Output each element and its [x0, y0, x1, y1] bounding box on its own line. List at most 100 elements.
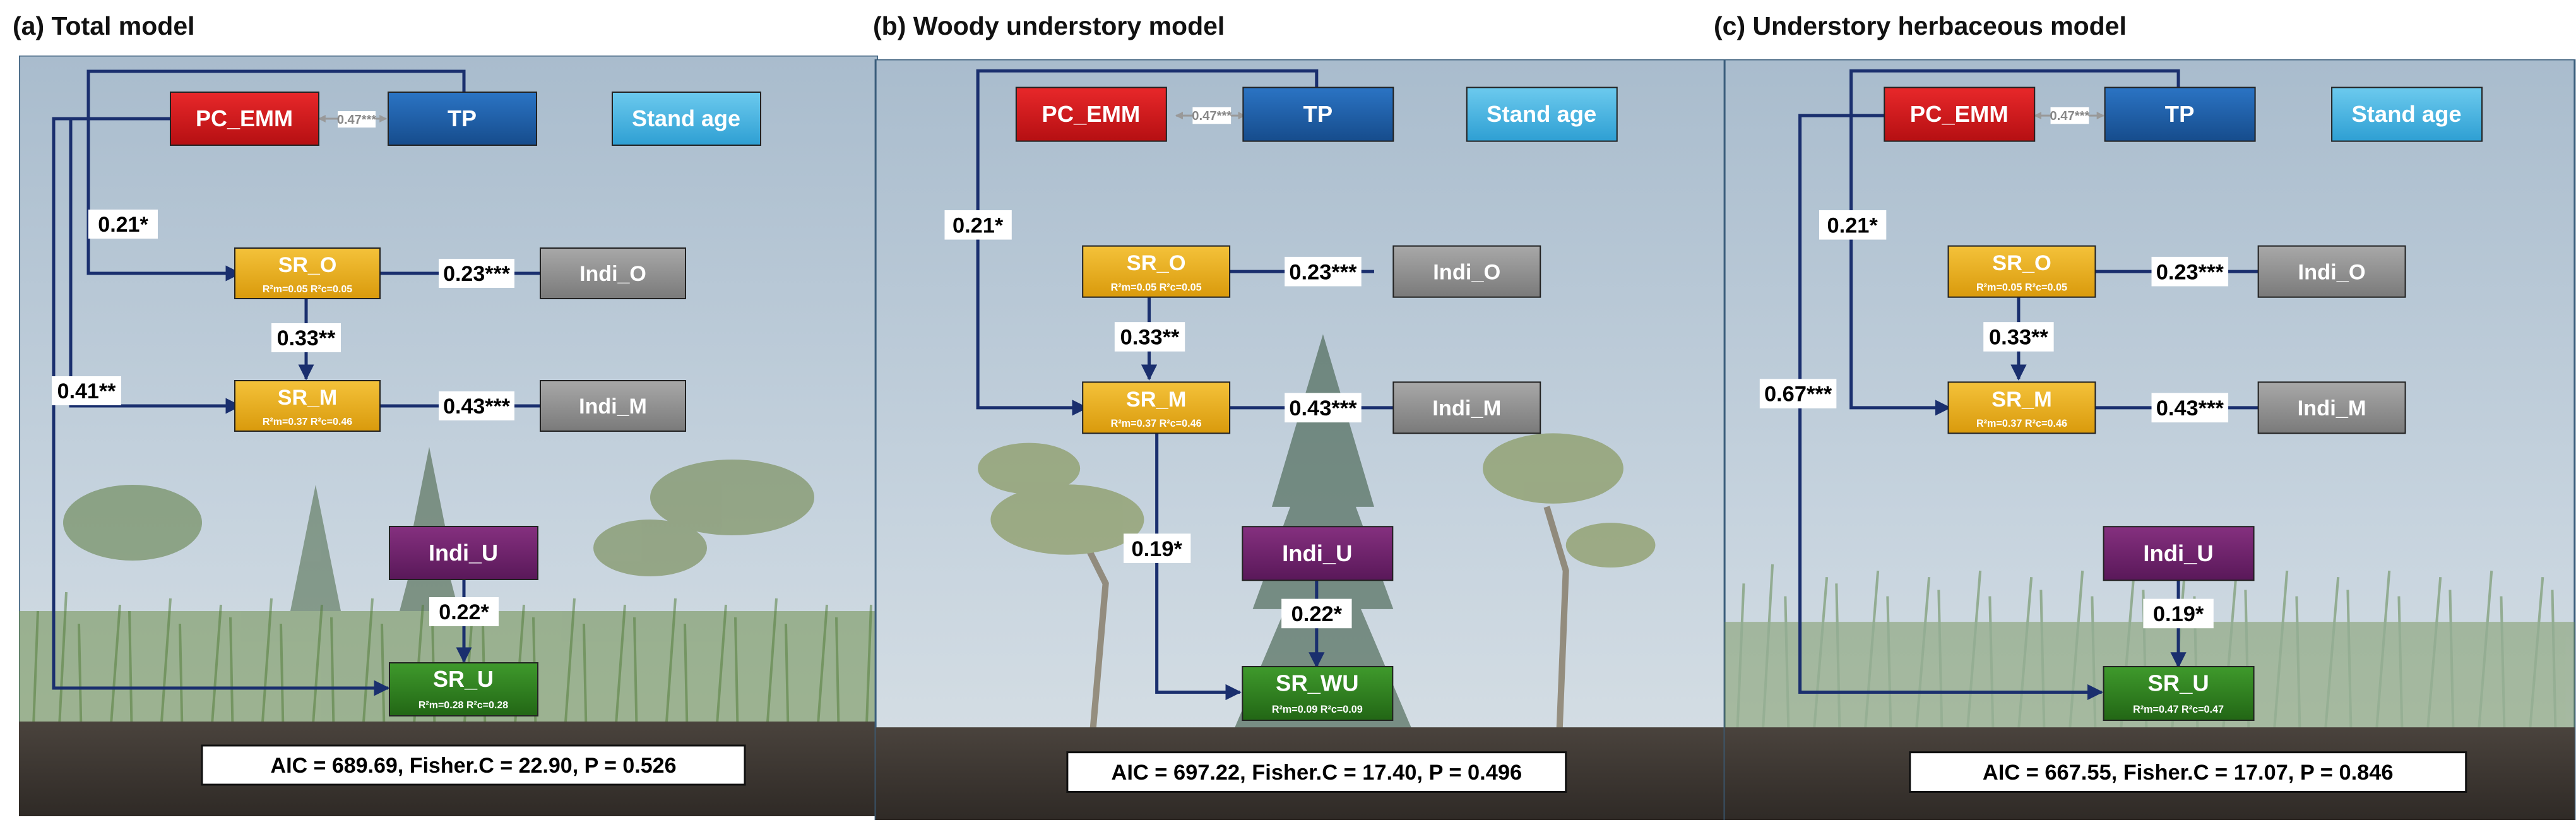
- node-indi-o-label: Indi_O: [2298, 260, 2366, 284]
- arrow-pc-emm-to-sr-m: [976, 69, 1319, 416]
- node-pc-emm-label: PC_EMM: [1042, 101, 1140, 127]
- node-tp: [2104, 86, 2256, 142]
- node-indi-u: [389, 526, 538, 580]
- node-stand-age: [1466, 86, 1618, 142]
- panel-title-c: (c) Understory herbaceous model: [1714, 11, 2127, 40]
- node-stand-age-label: Stand age: [1487, 101, 1596, 127]
- coef-sro-srm: 0.33**: [1989, 326, 2048, 350]
- node-indi-m-label: Indi_M: [2298, 396, 2366, 420]
- arrow-sr-m-to-target: [1155, 433, 1242, 701]
- correlation-label: 0.47***: [1192, 109, 1232, 123]
- coef-indi-o: 0.23***: [443, 262, 511, 286]
- node-target-label: SR_U: [2147, 670, 2209, 696]
- node-sr-o-label: SR_O: [1992, 251, 2051, 275]
- node-sr-o-label: SR_O: [278, 253, 337, 277]
- node-indi-u-label: Indi_U: [1282, 540, 1352, 566]
- node-sr-o-r2: R²m=0.05 R²c=0.05: [263, 284, 352, 295]
- node-target-r2: R²m=0.47 R²c=0.47: [2133, 704, 2224, 715]
- coef-sro-srm: 0.33**: [1120, 326, 1180, 350]
- node-stand-age: [2331, 86, 2483, 142]
- coef-pc-sro: 0.21*: [953, 213, 1004, 237]
- node-indi-m: [540, 380, 686, 432]
- stats-text: AIC = 689.69, Fisher.C = 22.90, P = 0.52…: [271, 754, 677, 778]
- coef-indi-m: 0.43***: [443, 395, 511, 419]
- node-indi-m-label: Indi_M: [579, 395, 647, 419]
- node-pc-emm: [1015, 86, 1167, 142]
- arrow-pc-emm-to-sr-m: [1849, 69, 2180, 416]
- node-indi-o-label: Indi_O: [579, 262, 646, 286]
- node-stand-age-label: Stand age: [2351, 101, 2461, 127]
- node-indi-u: [1242, 526, 1394, 581]
- coef-indi-u: 0.22*: [439, 600, 489, 624]
- node-pc-emm: [170, 92, 319, 146]
- node-tp-label: TP: [448, 105, 477, 131]
- node-target: [389, 662, 538, 716]
- node-target: [2103, 665, 2255, 722]
- node-sr-m: [234, 380, 381, 432]
- node-sr-o: [234, 247, 381, 299]
- coef-indi-o: 0.23***: [1289, 260, 1357, 284]
- stats-box: [1066, 751, 1567, 793]
- coef-srm-target: 0.19*: [1131, 537, 1182, 561]
- path-labels: 0.47*** 0.21* 0.23*** 0.33** 0.43*** 0.6…: [1759, 107, 2229, 629]
- node-sr-m-label: SR_M: [1126, 388, 1187, 412]
- coef-pc-target: 0.41**: [57, 379, 116, 403]
- node-indi-m: [1392, 381, 1541, 434]
- node-target: [1242, 665, 1394, 722]
- correlation-label: 0.47***: [337, 113, 376, 127]
- arrow-pc-emm-to-sr-o: [86, 69, 466, 282]
- node-sr-m-r2: R²m=0.37 R²c=0.46: [1111, 418, 1202, 429]
- node-sr-o-label: SR_O: [1127, 251, 1186, 275]
- node-stand-age-label: Stand age: [632, 105, 740, 131]
- node-sr-o-r2: R²m=0.05 R²c=0.05: [1976, 282, 2067, 294]
- panel-title-a: (a) Total model: [13, 11, 195, 40]
- coef-pc-sro: 0.21*: [98, 213, 148, 237]
- node-tp-label: TP: [2165, 101, 2195, 127]
- panel-title-b: (b) Woody understory model: [873, 11, 1225, 40]
- coef-indi-o: 0.23***: [2156, 260, 2224, 284]
- node-indi-u-label: Indi_U: [429, 540, 498, 566]
- node-sr-o: [1947, 245, 2096, 298]
- node-indi-u: [2103, 526, 2255, 581]
- panel-a-diagram: 0.47*** 0.21* 0.23*** 0.33** 0.43*** 0.4…: [19, 56, 878, 816]
- node-target-label: SR_WU: [1276, 670, 1359, 696]
- node-sr-m-label: SR_M: [1991, 388, 2052, 412]
- node-sr-m-r2: R²m=0.37 R²c=0.46: [1976, 418, 2067, 429]
- node-pc-emm-label: PC_EMM: [1910, 101, 2009, 127]
- node-sr-o: [1082, 245, 1231, 298]
- coef-indi-m: 0.43***: [2156, 396, 2224, 420]
- node-tp: [1242, 86, 1394, 142]
- path-labels: 0.47*** 0.21* 0.23*** 0.33** 0.43*** 0.1…: [944, 107, 1362, 629]
- node-pc-emm: [1884, 86, 2036, 142]
- node-tp-label: TP: [1303, 101, 1333, 127]
- node-pc-emm-label: PC_EMM: [196, 105, 293, 131]
- coef-sro-srm: 0.33**: [277, 326, 336, 350]
- node-target-r2: R²m=0.28 R²c=0.28: [418, 700, 508, 711]
- node-sr-m: [1947, 381, 2096, 434]
- node-indi-o: [2257, 245, 2406, 298]
- coef-indi-u: 0.22*: [1291, 602, 1343, 626]
- panel-b-diagram: 0.47*** 0.21* 0.23*** 0.33** 0.43*** 0.1…: [874, 59, 1727, 820]
- coef-pc-target: 0.67***: [1764, 383, 1832, 407]
- coef-indi-m: 0.43***: [1289, 396, 1357, 420]
- stats-text: AIC = 667.55, Fisher.C = 17.07, P = 0.84…: [1983, 761, 2394, 785]
- node-indi-o-label: Indi_O: [1433, 260, 1500, 284]
- path-labels: 0.47*** 0.21* 0.23*** 0.33** 0.43*** 0.4…: [52, 111, 514, 626]
- node-target-label: SR_U: [433, 666, 494, 692]
- stats-box: [1909, 751, 2467, 793]
- node-indi-m: [2257, 381, 2406, 434]
- node-indi-o: [540, 247, 686, 299]
- coef-indi-u: 0.19*: [2153, 602, 2204, 626]
- coef-pc-sro: 0.21*: [1827, 213, 1878, 237]
- node-stand-age: [612, 92, 761, 146]
- node-tp: [388, 92, 537, 146]
- node-sr-o-r2: R²m=0.05 R²c=0.05: [1111, 282, 1202, 294]
- stats-text: AIC = 697.22, Fisher.C = 17.40, P = 0.49…: [1111, 761, 1522, 785]
- panel-c-diagram: 0.47*** 0.21* 0.23*** 0.33** 0.43*** 0.6…: [1723, 59, 2576, 820]
- node-sr-m: [1082, 381, 1231, 434]
- node-sr-m-r2: R²m=0.37 R²c=0.46: [263, 417, 352, 427]
- correlation-label: 0.47***: [2050, 109, 2089, 123]
- node-indi-u-label: Indi_U: [2143, 540, 2213, 566]
- node-indi-o: [1392, 245, 1541, 298]
- stats-box: [201, 744, 746, 786]
